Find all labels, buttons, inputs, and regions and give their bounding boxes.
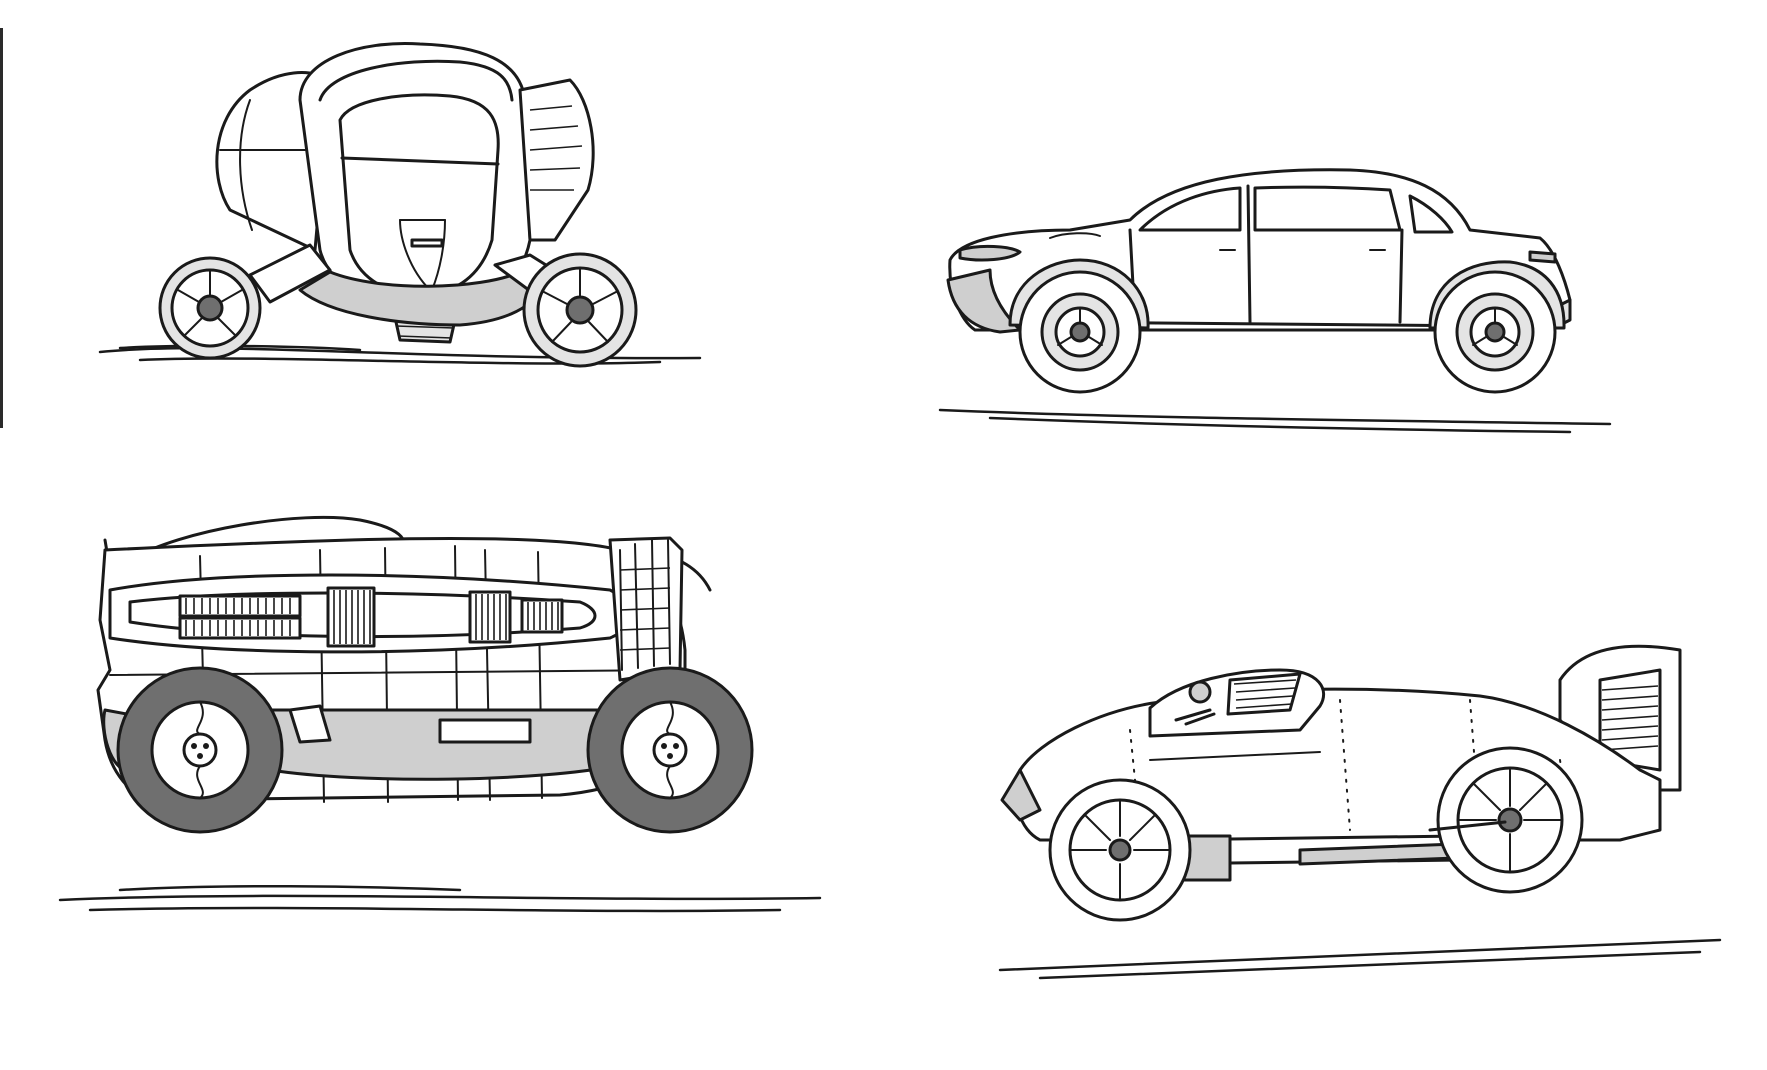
truck-left-wheel <box>116 666 284 834</box>
pod-right-wheel <box>522 252 638 368</box>
sedan-sketch <box>938 168 1612 434</box>
capsule-windows <box>178 586 564 648</box>
racer-sketch <box>998 644 1722 980</box>
sedan-rear-wheel <box>1428 260 1566 394</box>
pod-vehicle-sketch <box>98 42 702 368</box>
sedan-front-wheel <box>1008 258 1150 394</box>
racer-front-wheel <box>1048 778 1192 922</box>
capsule-truck-sketch <box>58 515 822 913</box>
truck-right-wheel <box>586 666 754 834</box>
page-edge-line <box>0 28 3 428</box>
pod-left-wheel <box>158 256 262 360</box>
racer-rear-wheel <box>1436 746 1584 894</box>
